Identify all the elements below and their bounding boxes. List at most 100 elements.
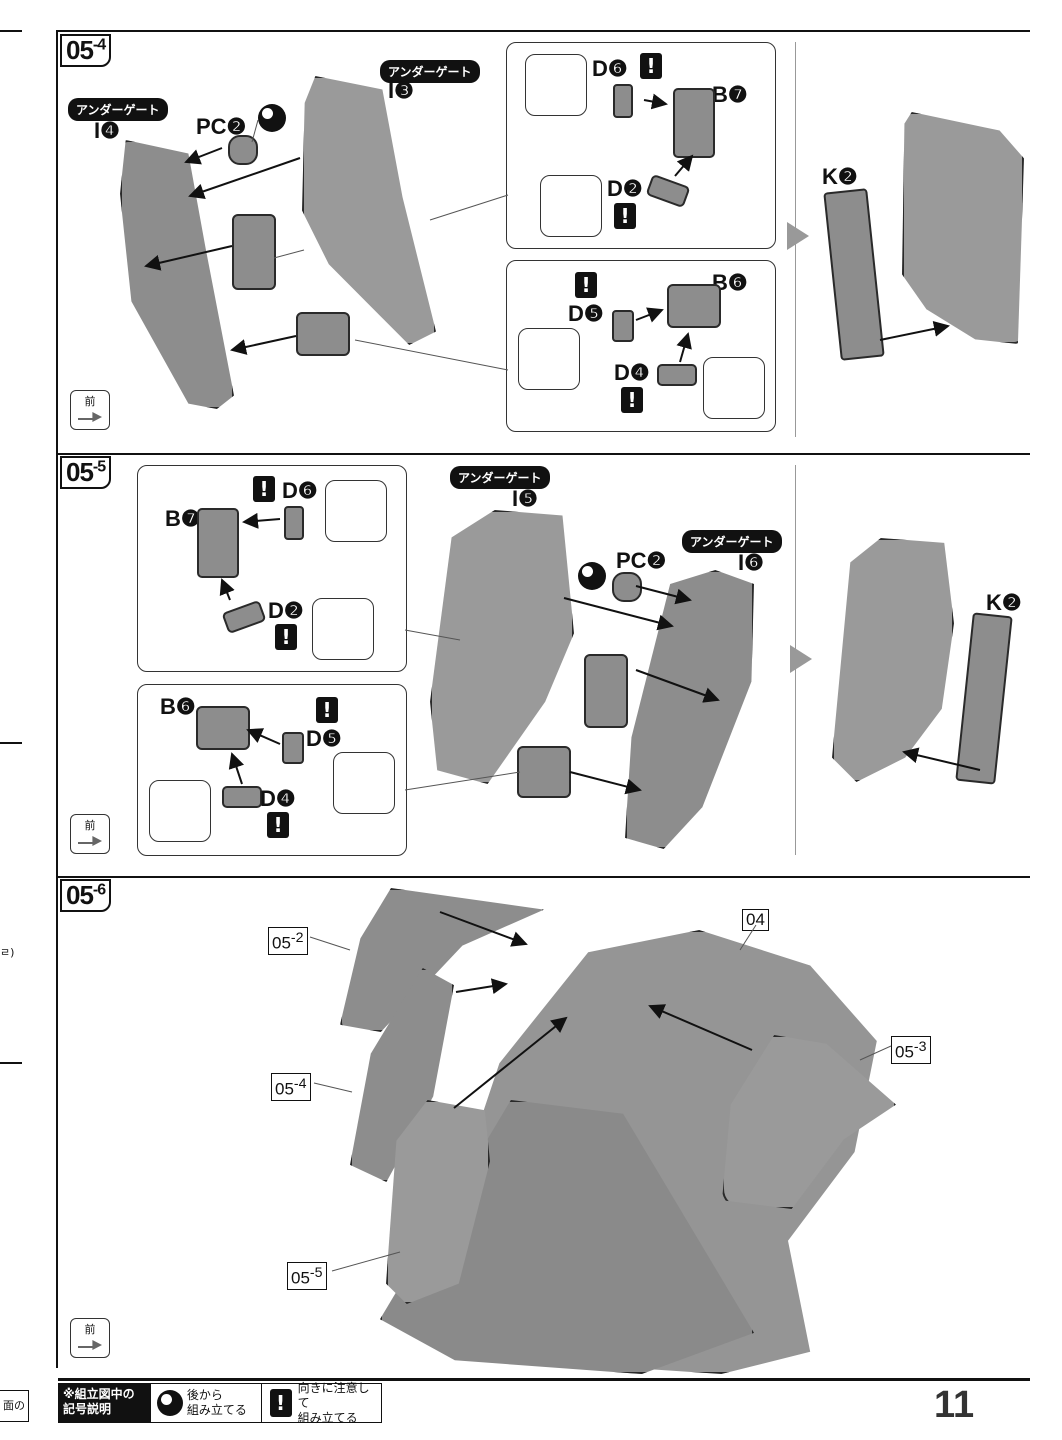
callout-number: 05 <box>272 933 291 953</box>
part-label-d2: D❷ <box>607 176 643 201</box>
assemble-later-icon <box>258 104 286 132</box>
orientation-warning-icon: ! <box>621 387 643 413</box>
left-margin-rule <box>56 30 58 1368</box>
callout-sub: 4 <box>298 1076 307 1092</box>
under-gate-badge: アンダーゲート <box>450 466 550 489</box>
legend-orient-line2: 組み立てる <box>297 1410 358 1425</box>
orientation-warning-icon: ! <box>614 203 636 229</box>
assemble-later-icon <box>578 562 606 590</box>
front-label: 前 <box>84 395 96 408</box>
orientation-hint-box <box>333 752 395 814</box>
orientation-warning-icon: ! <box>253 476 275 502</box>
step-number: 05 <box>66 880 94 910</box>
peg-part-d5 <box>612 310 634 342</box>
legend-after-line1: 後から <box>186 1388 223 1402</box>
legend-title-line1: ※組立図中の <box>63 1387 135 1401</box>
orientation-hint-box <box>518 328 580 390</box>
joint-part-b6-detail <box>196 706 250 750</box>
step-05-6-header: 05-6 <box>60 879 112 912</box>
section-rule-top <box>58 30 1030 32</box>
left-margin-bottom-note: 面の <box>0 1390 29 1422</box>
part-label-i6: I❻ <box>738 550 764 575</box>
step-sub-number: 4 <box>97 36 106 54</box>
front-direction-icon: 前 <box>70 1318 110 1358</box>
callout-sub: 2 <box>295 930 304 946</box>
left-margin-note: ㄹ) <box>0 946 15 959</box>
part-label-i4: I❹ <box>94 118 120 143</box>
joint-part-b7 <box>584 654 628 728</box>
step-sub-number: 5 <box>97 458 106 476</box>
joint-part-b7-detail <box>673 88 715 158</box>
peg-part-d4 <box>222 786 262 808</box>
orientation-hint-box <box>325 480 387 542</box>
left-edge-rule-1 <box>0 30 22 32</box>
part-label-d4: D❹ <box>260 786 296 811</box>
callout-number: 05 <box>291 1268 310 1288</box>
part-label-i3: I❸ <box>388 78 414 103</box>
legend-title: ※組立図中の 記号説明 <box>59 1384 151 1422</box>
left-edge-rule-3 <box>0 1062 22 1064</box>
callout-05-4: 05-4 <box>271 1073 311 1101</box>
next-step-arrow-icon <box>787 222 809 250</box>
callout-number: 05 <box>895 1042 914 1062</box>
orientation-hint-box <box>540 175 602 237</box>
orientation-warning-icon: ! <box>275 624 297 650</box>
peg-part-d6 <box>284 506 304 540</box>
joint-part-b7-detail <box>197 508 239 578</box>
section-rule-bottom <box>58 1378 1030 1381</box>
callout-05-2: 05-2 <box>268 927 308 955</box>
callout-04: 04 <box>742 909 769 931</box>
callout-05-3: 05-3 <box>891 1036 931 1064</box>
part-label-b7: B❼ <box>165 506 201 531</box>
peg-part-d6 <box>613 84 633 118</box>
part-label-b7: B❼ <box>712 82 748 107</box>
step-05-5-header: 05-5 <box>60 456 112 489</box>
left-edge-rule-2 <box>0 742 22 744</box>
legend-orientation: ! 向きに注意して 組み立てる <box>262 1381 381 1425</box>
part-label-b6: B❻ <box>160 694 196 719</box>
part-label-k2: K❷ <box>986 590 1022 615</box>
step-number: 05 <box>66 457 94 487</box>
peg-part-d4 <box>657 364 697 386</box>
symbol-legend: ※組立図中の 記号説明 後から 組み立てる ! 向きに注意して 組み立てる <box>58 1381 382 1425</box>
assemble-later-icon <box>156 1390 183 1416</box>
step-05-4-header: 05-4 <box>60 34 112 67</box>
part-label-d2: D❷ <box>268 598 304 623</box>
orientation-warning-icon: ! <box>316 697 338 723</box>
section-rule-2 <box>58 453 1030 455</box>
legend-title-line2: 記号説明 <box>63 1402 112 1416</box>
orientation-hint-box <box>703 357 765 419</box>
callout-number: 05 <box>275 1079 294 1099</box>
part-label-pc2: PC❷ <box>616 548 667 573</box>
section-rule-3 <box>58 876 1030 878</box>
front-direction-icon: 前 <box>70 814 110 854</box>
joint-part-b7 <box>232 214 276 290</box>
callout-sub: 5 <box>314 1265 323 1281</box>
peg-part-d5 <box>282 732 304 764</box>
orientation-hint-box <box>149 780 211 842</box>
part-label-k2: K❷ <box>822 164 858 189</box>
orientation-warning-icon: ! <box>267 812 289 838</box>
callout-05-5: 05-5 <box>287 1262 327 1290</box>
part-label-i5: I❺ <box>512 486 538 511</box>
under-gate-badge: アンダーゲート <box>682 530 782 553</box>
front-direction-icon: 前 <box>70 390 110 430</box>
step-number: 05 <box>66 35 94 65</box>
joint-part-b6 <box>296 312 350 356</box>
part-label-d6: D❻ <box>282 478 318 503</box>
legend-after-line2: 組み立てる <box>186 1403 247 1417</box>
part-label-d6: D❻ <box>592 56 628 81</box>
callout-sub: 3 <box>918 1039 927 1055</box>
part-label-d5: D❺ <box>306 726 342 751</box>
under-gate-badge: アンダーゲート <box>68 98 168 121</box>
orientation-warning-icon: ! <box>269 1389 292 1417</box>
next-step-arrow-icon <box>790 645 812 673</box>
part-label-d5: D❺ <box>568 301 604 326</box>
part-label-pc2: PC❷ <box>196 114 247 139</box>
under-gate-badge: アンダーゲート <box>380 60 480 83</box>
front-label: 前 <box>84 819 96 832</box>
page-number: 11 <box>934 1384 975 1426</box>
joint-part-b6-detail <box>667 284 721 328</box>
orientation-warning-icon: ! <box>640 53 662 79</box>
